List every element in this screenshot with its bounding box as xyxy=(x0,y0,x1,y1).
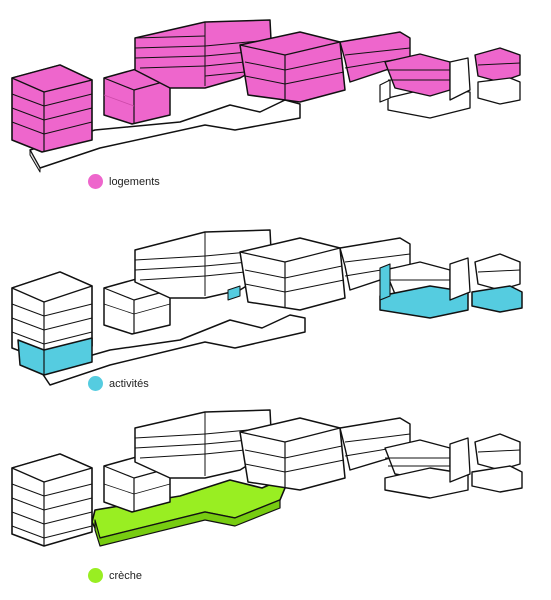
massing-diagram-activites xyxy=(11,229,523,386)
legend-label-activites: activités xyxy=(109,377,149,390)
legend-dot-cyan xyxy=(88,376,103,391)
legend-dot-green xyxy=(88,568,103,583)
legend-label-creche: crèche xyxy=(109,569,143,582)
panel-creche: crèche xyxy=(0,400,551,600)
legend-creche: crèche xyxy=(88,568,142,583)
panel-activites: activités xyxy=(0,200,551,400)
panel-logements: logements xyxy=(0,0,551,200)
legend-logements: logements xyxy=(88,174,160,189)
legend-label-logements: logements xyxy=(109,175,160,188)
legend-activites: activités xyxy=(88,376,149,391)
massing-diagram-creche xyxy=(11,409,523,547)
legend-dot-pink xyxy=(88,174,103,189)
massing-diagram-logements xyxy=(11,19,521,173)
